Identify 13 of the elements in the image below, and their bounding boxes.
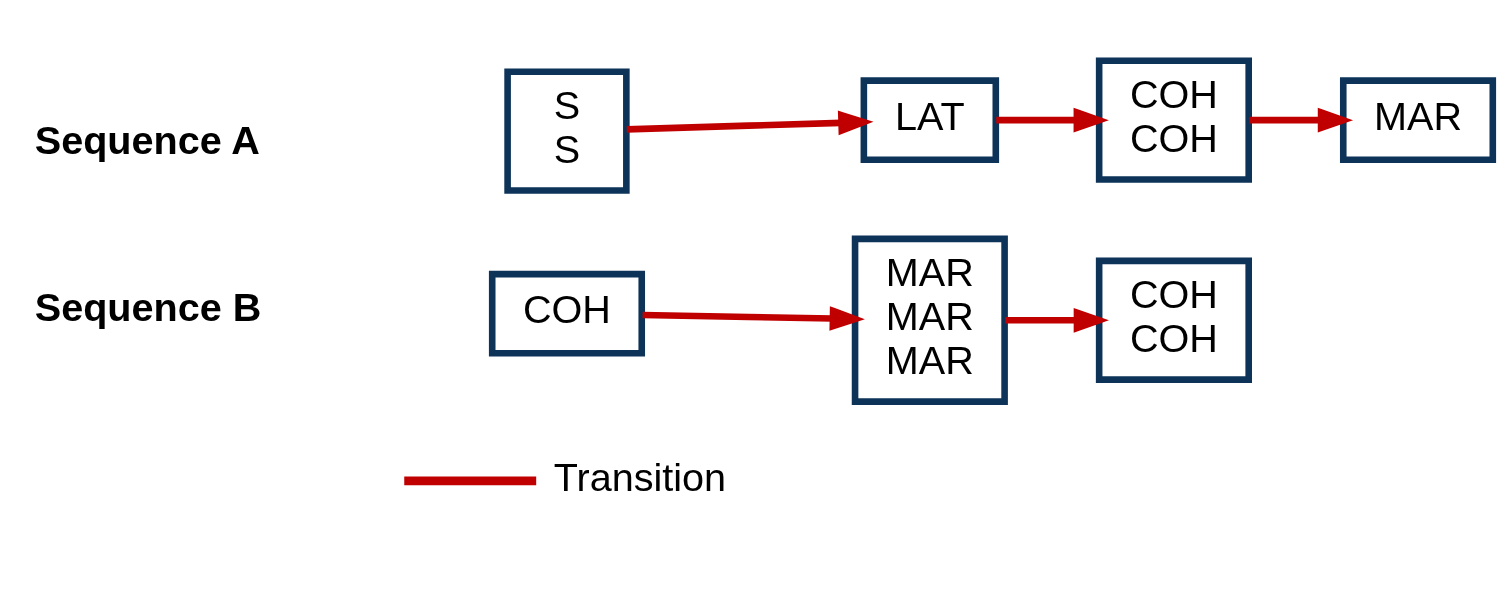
node-box: LAT	[860, 77, 1000, 164]
label: Sequence B	[34, 285, 262, 330]
node-box: COH	[488, 270, 646, 357]
node-box: MAR	[1339, 77, 1497, 164]
node-box: MAR MAR MAR	[851, 235, 1008, 405]
arrow	[642, 306, 865, 331]
legend-label: Transition	[553, 454, 727, 499]
label: Sequence A	[34, 118, 260, 163]
node-box: COH COH	[1095, 257, 1252, 383]
arrow	[626, 110, 874, 136]
node-box: S S	[504, 68, 630, 194]
node-box: COH COH	[1095, 57, 1252, 183]
arrow	[1249, 107, 1354, 133]
